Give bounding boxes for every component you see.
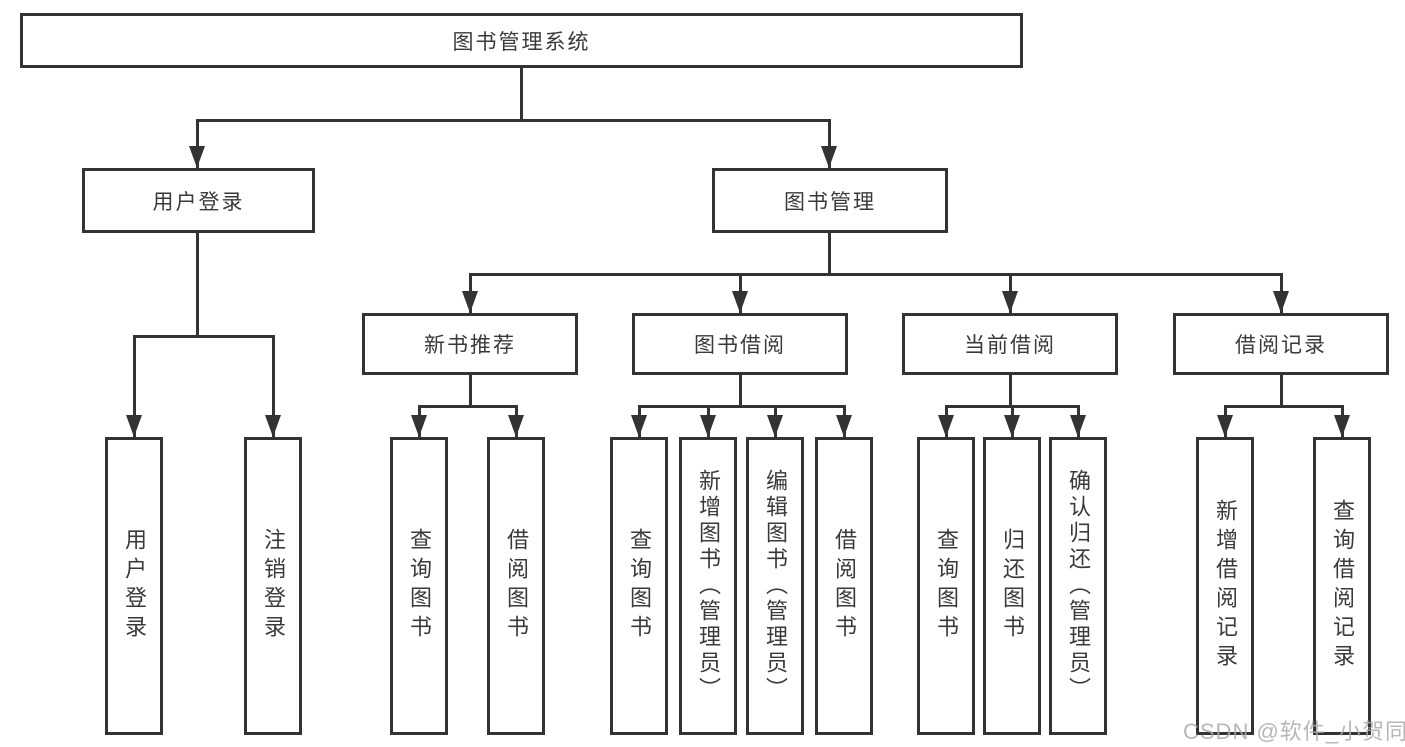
node-current-borrow: 当前借阅 (902, 313, 1118, 375)
leaf-add-books-admin: 新增图书（管理员） (679, 437, 737, 735)
leaf-query-books: 查询图书 (917, 437, 975, 735)
leaf-logout: 注销登录 (244, 437, 302, 735)
connector-current-borrow-stem (1009, 375, 1012, 405)
arrow-down-icon (126, 415, 142, 437)
node-label: 借阅记录 (1235, 334, 1327, 357)
leaf-borrow-books: 借阅图书 (487, 437, 545, 735)
leaf-edit-books-admin: 编辑图书（管理员） (746, 437, 804, 735)
arrow-down-icon (821, 146, 837, 168)
connector-new-books-stem (469, 375, 472, 405)
node-root-title: 图书管理系统 (20, 13, 1023, 68)
leaf-confirm-return-admin: 确认归还（管理员） (1049, 437, 1107, 735)
arrow-down-icon (189, 146, 205, 168)
arrow-down-icon (1002, 291, 1018, 313)
arrow-down-icon (767, 415, 783, 437)
connector-level3-rail (470, 273, 1282, 276)
arrow-down-icon (1217, 415, 1233, 437)
node-label: 新书推荐 (424, 334, 516, 357)
node-user-login: 用户登录 (82, 168, 315, 233)
arrow-down-icon (411, 415, 427, 437)
arrow-down-icon (938, 415, 954, 437)
leaf-query-books: 查询图书 (610, 437, 668, 735)
leaf-add-borrow-record: 新增借阅记录 (1196, 437, 1254, 735)
leaf-user-login: 用户登录 (105, 437, 163, 735)
connector-user-login-stem (196, 233, 199, 335)
connector-to-book-mgmt (828, 119, 831, 168)
connector-to-leaf (272, 335, 275, 437)
arrow-down-icon (700, 415, 716, 437)
node-label: 用户登录 (152, 190, 245, 214)
connector-level2-rail (196, 119, 831, 122)
arrow-down-icon (1334, 415, 1350, 437)
arrow-down-icon (1004, 415, 1020, 437)
node-borrow-records: 借阅记录 (1173, 313, 1389, 375)
connector-book-borrow-rail (638, 405, 846, 408)
leaf-query-books: 查询图书 (390, 437, 448, 735)
arrow-down-icon (1070, 415, 1086, 437)
arrow-down-icon (1273, 291, 1289, 313)
arrow-down-icon (732, 291, 748, 313)
connector-user-login-rail (133, 335, 274, 338)
node-label: 当前借阅 (964, 334, 1056, 357)
arrow-down-icon (508, 415, 524, 437)
connector-to-user-login (196, 119, 199, 168)
leaf-borrow-books: 借阅图书 (815, 437, 873, 735)
connector-book-borrow-stem (739, 375, 742, 405)
node-label: 图书管理 (784, 190, 876, 214)
node-book-mgmt: 图书管理 (712, 168, 948, 233)
node-new-books: 新书推荐 (362, 313, 578, 375)
node-book-borrow: 图书借阅 (632, 313, 848, 375)
connector-borrow-records-rail (1224, 405, 1344, 408)
connector-borrow-records-stem (1280, 375, 1283, 405)
node-label: 图书管理系统 (452, 30, 591, 54)
node-label: 图书借阅 (694, 334, 786, 357)
connector-root-stem (520, 68, 523, 119)
connector-new-books-rail (418, 405, 518, 408)
leaf-query-borrow-record: 查询借阅记录 (1313, 437, 1371, 735)
csdn-watermark: CSDN @软件_小贺同学 (1183, 719, 1405, 744)
arrow-down-icon (631, 415, 647, 437)
connector-to-leaf (133, 335, 136, 437)
arrow-down-icon (265, 415, 281, 437)
leaf-return-books: 归还图书 (983, 437, 1041, 735)
arrow-down-icon (836, 415, 852, 437)
arrow-down-icon (462, 291, 478, 313)
connector-book-mgmt-stem (828, 233, 831, 273)
